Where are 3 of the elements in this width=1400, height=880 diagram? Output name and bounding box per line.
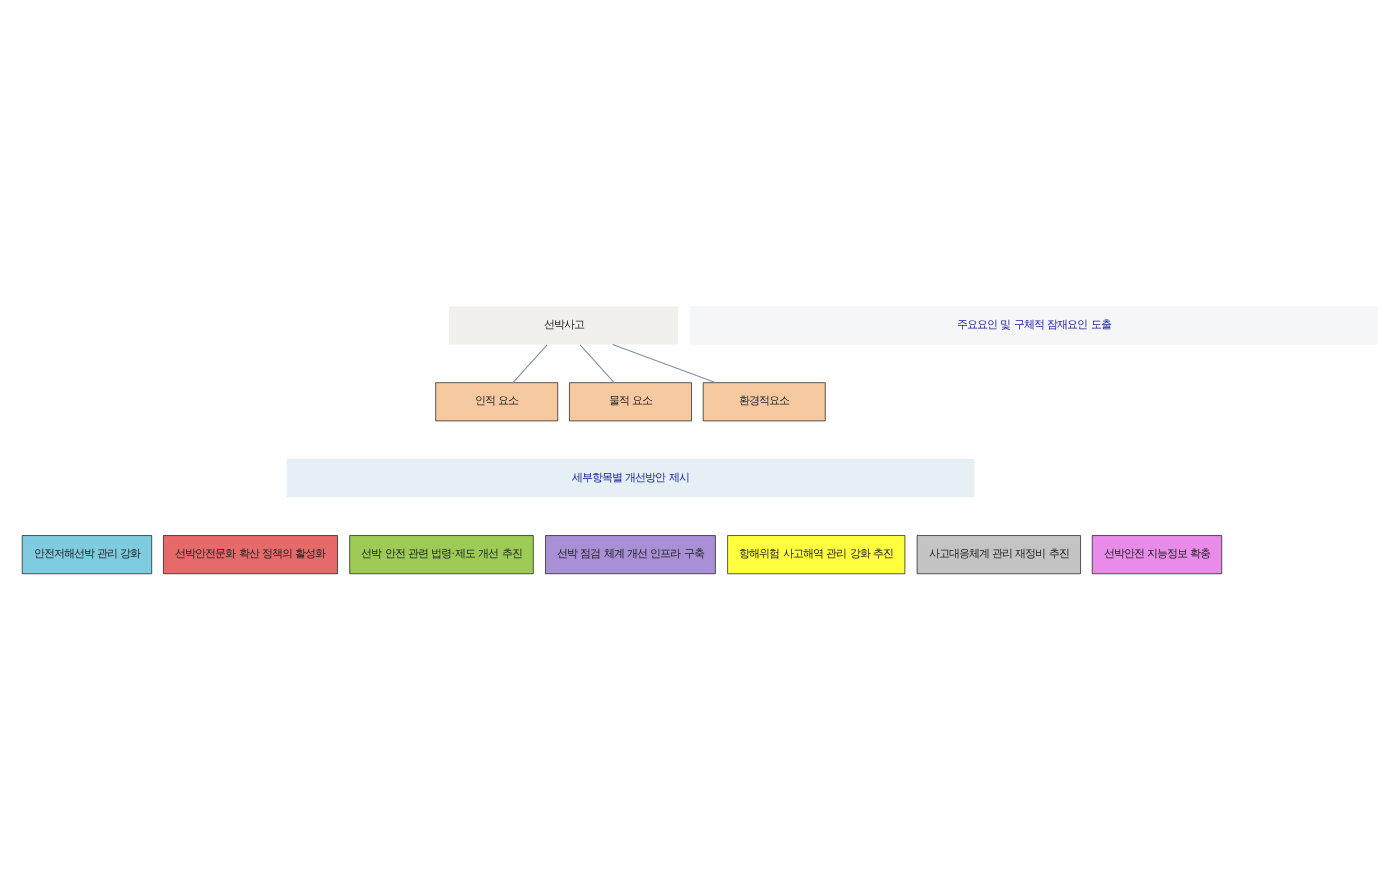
connector (512, 344, 548, 384)
connector (612, 344, 716, 384)
connector (579, 344, 615, 384)
